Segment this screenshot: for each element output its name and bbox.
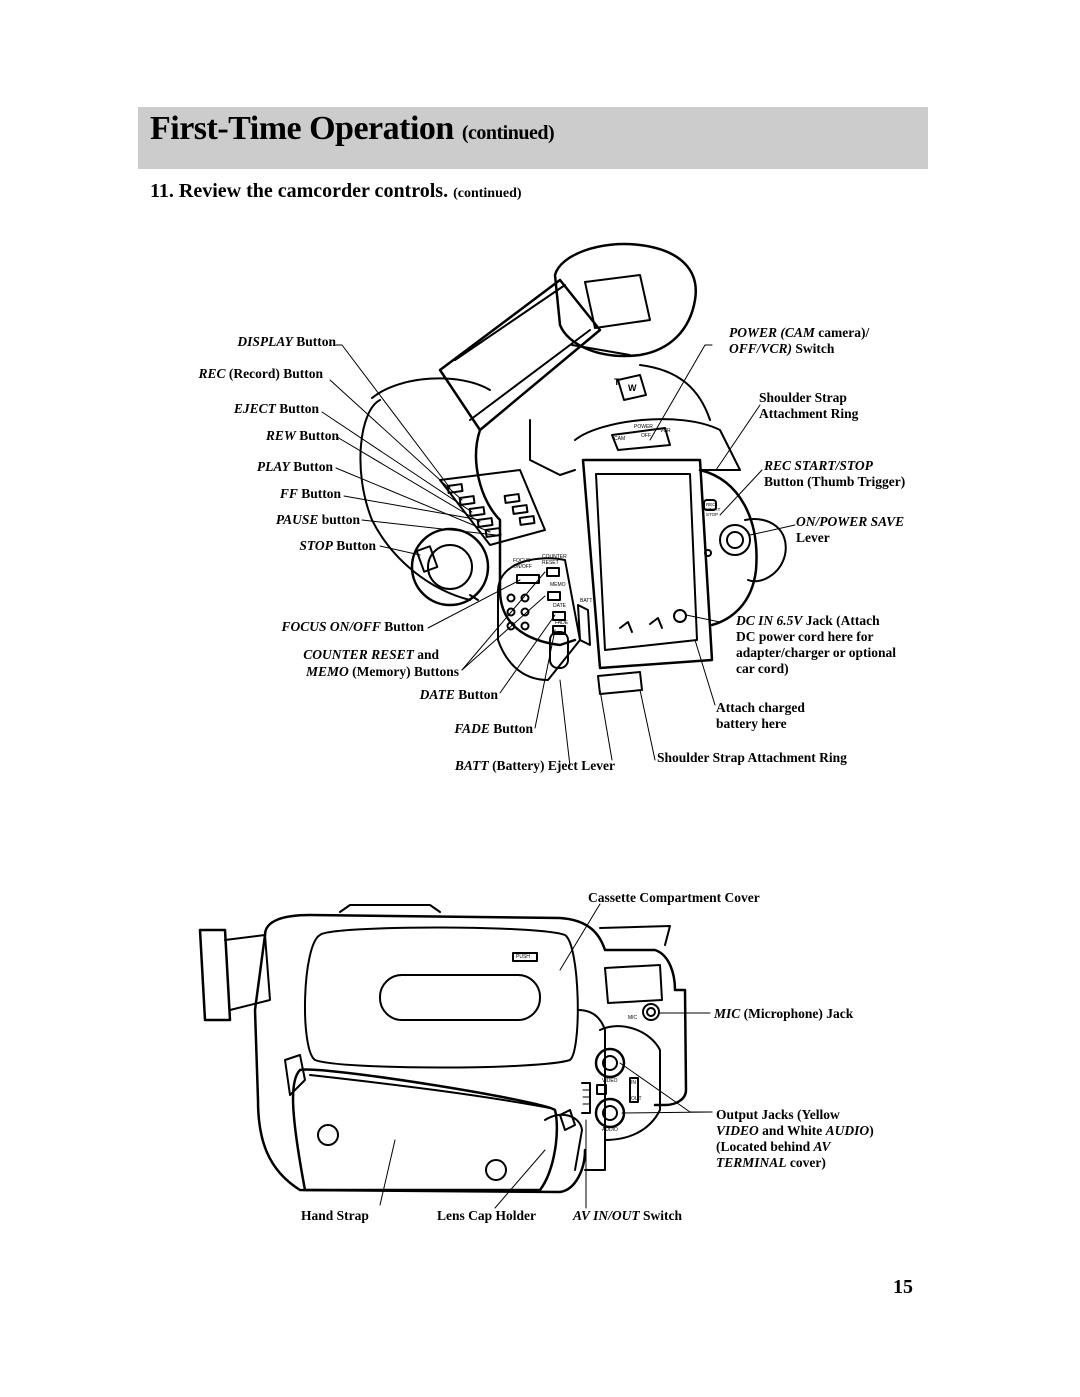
camera-marking-date: DATE bbox=[553, 603, 566, 609]
label-shoulder-ring-bottom: Shoulder Strap Attachment Ring bbox=[657, 750, 847, 765]
camera-marking-push: PUSH bbox=[516, 954, 530, 960]
label-play-button: PLAY Button bbox=[256, 459, 333, 474]
label-power-switch: POWER (CAM camera)/ bbox=[729, 325, 870, 340]
camera-marking-cam: CAM bbox=[614, 436, 626, 442]
label-fade-button: FADE Button bbox=[454, 721, 533, 736]
label-focus-button: FOCUS ON/OFF Button bbox=[281, 619, 424, 634]
camera-marking-t: T bbox=[614, 377, 620, 387]
camcorder-side-view bbox=[198, 904, 688, 1194]
label-batt-lever: BATT (Battery) Eject Lever bbox=[454, 758, 615, 773]
label-ff-button: FF Button bbox=[279, 486, 341, 501]
camera-marking-batt: BATT bbox=[580, 598, 593, 604]
label-counter-reset: COUNTER RESET and bbox=[303, 647, 439, 662]
top-leader-lines bbox=[321, 344, 796, 767]
camera-marking-av-in: IN bbox=[631, 1080, 636, 1086]
label-date-button: DATE Button bbox=[419, 687, 498, 702]
camera-marking-av-out: OUT bbox=[631, 1096, 642, 1102]
camcorder-rear-view bbox=[359, 242, 787, 695]
label-cassette-cover: Cassette Compartment Cover bbox=[588, 890, 760, 905]
camera-marking-memo: MEMO bbox=[550, 582, 566, 588]
label-power-switch-2: OFF/VCR) Switch bbox=[729, 341, 835, 356]
label-stop-button: STOP Button bbox=[299, 538, 376, 553]
label-output-jacks: Output Jacks (Yellow VIDEO and White AUD… bbox=[716, 1107, 874, 1170]
camera-marking-video: VIDEO bbox=[602, 1078, 618, 1084]
label-rew-button: REW Button bbox=[265, 428, 339, 443]
bottom-leader-lines bbox=[379, 903, 713, 1209]
page-title: First-Time Operation (continued) bbox=[150, 110, 555, 147]
header-band bbox=[138, 107, 928, 169]
label-lens-cap-holder: Lens Cap Holder bbox=[437, 1208, 537, 1223]
label-display-button: DISPLAY Button bbox=[237, 334, 336, 349]
camera-marking-w: W bbox=[628, 383, 637, 393]
camera-marking-fade: FADE bbox=[555, 620, 569, 626]
label-eject-button: EJECT Button bbox=[233, 401, 319, 416]
camera-marking-audio: AUDIO bbox=[602, 1127, 618, 1133]
step-heading: 11. Review the camcorder controls. (cont… bbox=[150, 180, 522, 202]
camera-marking-off: OFF bbox=[641, 433, 651, 439]
camera-marking-mic: MIC bbox=[628, 1015, 638, 1021]
label-hand-strap: Hand Strap bbox=[301, 1208, 369, 1223]
camera-marking-vcr: VCR bbox=[660, 428, 671, 434]
label-memo-buttons: MEMO (Memory) Buttons bbox=[306, 664, 459, 679]
label-pause-button: PAUSE button bbox=[275, 512, 360, 527]
camera-marking-power: POWER bbox=[634, 424, 653, 430]
label-rec-button: REC (Record) Button bbox=[198, 366, 323, 381]
page-number: 15 bbox=[893, 1276, 913, 1298]
label-av-switch: AV IN/OUT Switch bbox=[573, 1208, 683, 1223]
label-mic-jack: MIC (Microphone) Jack bbox=[714, 1006, 854, 1021]
